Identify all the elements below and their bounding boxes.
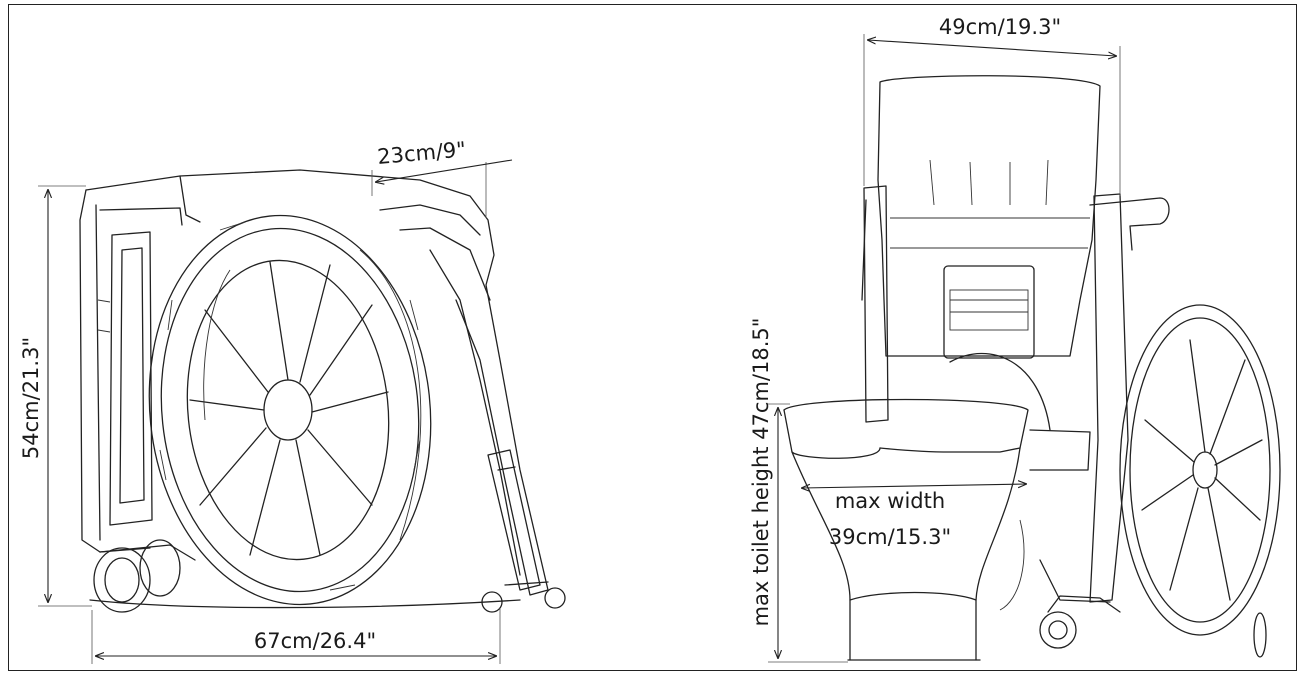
toilet-width-label-line2: 39cm/15.3": [829, 525, 951, 549]
height-dimension: [38, 185, 92, 607]
toilet-height-label: max toilet height 47cm/18.5": [749, 318, 773, 627]
seat-width-label: 49cm/19.3": [939, 15, 1061, 39]
chair-over-toilet-illustration: [783, 75, 1281, 661]
width-dimension: [91, 608, 501, 664]
folded-width-label: 67cm/26.4": [254, 629, 376, 653]
toilet-width-dimension: [802, 484, 1026, 488]
seat-width-dimension: [863, 34, 1121, 196]
folded-chair-illustration: [79, 169, 566, 613]
toilet-height-dimension: [768, 403, 848, 663]
folded-height-label: 54cm/21.3": [19, 337, 43, 459]
depth-dimension: [371, 159, 513, 218]
folded-depth-label: 23cm/9": [376, 137, 467, 169]
drawing-frame: [8, 4, 1297, 671]
toilet-width-label-line1: max width: [835, 489, 945, 513]
